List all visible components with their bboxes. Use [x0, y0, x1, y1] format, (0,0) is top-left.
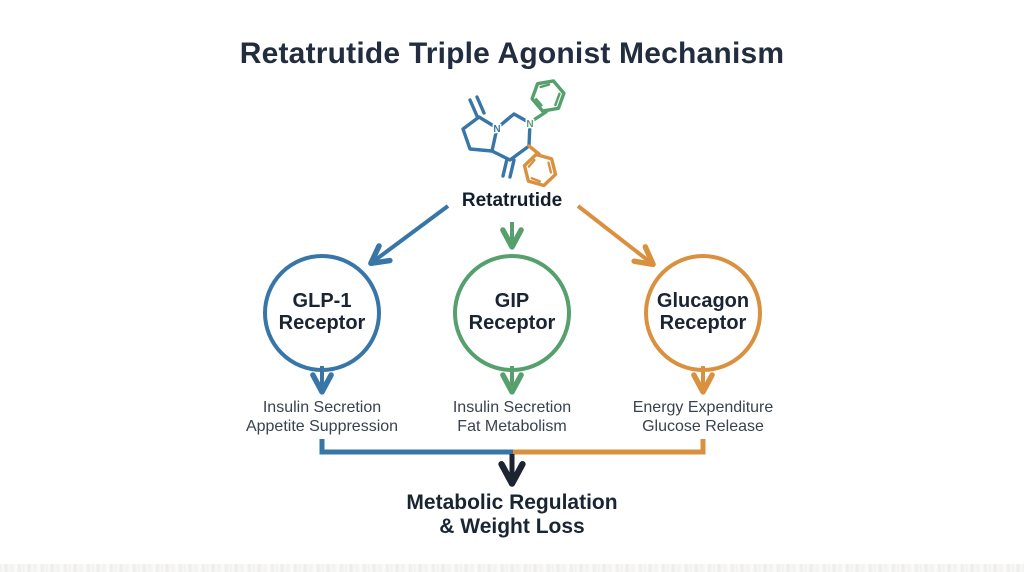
effect-line: Energy Expenditure — [632, 399, 774, 416]
bracket-left-blue — [319, 439, 513, 455]
receptor-name-line: GLP-1 — [292, 290, 352, 312]
effect-line: Fat Metabolism — [457, 418, 567, 435]
receptor-name-line: Glucagon — [656, 290, 750, 312]
retatrutide-molecule-icon: N N — [461, 79, 566, 188]
gip-receptor-label: GIP Receptor — [469, 290, 556, 334]
nitrogen-atom-label: N — [526, 119, 533, 130]
outcome-label: Metabolic Regulation & Weight Loss — [406, 491, 617, 539]
glp1-effects: Insulin Secretion Appetite Suppression — [246, 398, 398, 436]
receptor-name-line: Receptor — [659, 312, 747, 334]
glucagon-receptor-label: Glucagon Receptor — [657, 290, 749, 334]
molecule-core-rings — [461, 95, 532, 179]
molecule-benzyl-ring — [530, 79, 566, 123]
effect-line: Appetite Suppression — [245, 418, 399, 435]
nitrogen-atom-label: N — [493, 124, 500, 135]
receptor-name-line: GIP — [494, 290, 530, 312]
molecule-phenyl-ring — [522, 144, 558, 188]
glp1-receptor-label: GLP-1 Receptor — [279, 290, 366, 334]
glucagon-effects: Energy Expenditure Glucose Release — [633, 398, 774, 436]
receptor-name-line: Receptor — [468, 312, 556, 334]
arrow-ligand-to-glucagon — [576, 204, 656, 268]
outcome-line: Metabolic Regulation — [406, 491, 618, 514]
effect-line: Glucose Release — [642, 418, 764, 435]
diagram-title: Retatrutide Triple Agonist Mechanism — [239, 37, 785, 70]
outcome-line: & Weight Loss — [439, 515, 585, 538]
arrow-ligand-to-glp1 — [368, 204, 450, 267]
ligand-label: Retatrutide — [461, 190, 563, 211]
receptor-name-line: Receptor — [278, 312, 366, 334]
effect-line: Insulin Secretion — [262, 399, 382, 416]
gip-effects: Insulin Secretion Fat Metabolism — [453, 398, 571, 436]
effect-line: Insulin Secretion — [452, 399, 572, 416]
bottom-artifact-strip — [0, 564, 1024, 572]
bracket-right-orange — [511, 439, 706, 455]
